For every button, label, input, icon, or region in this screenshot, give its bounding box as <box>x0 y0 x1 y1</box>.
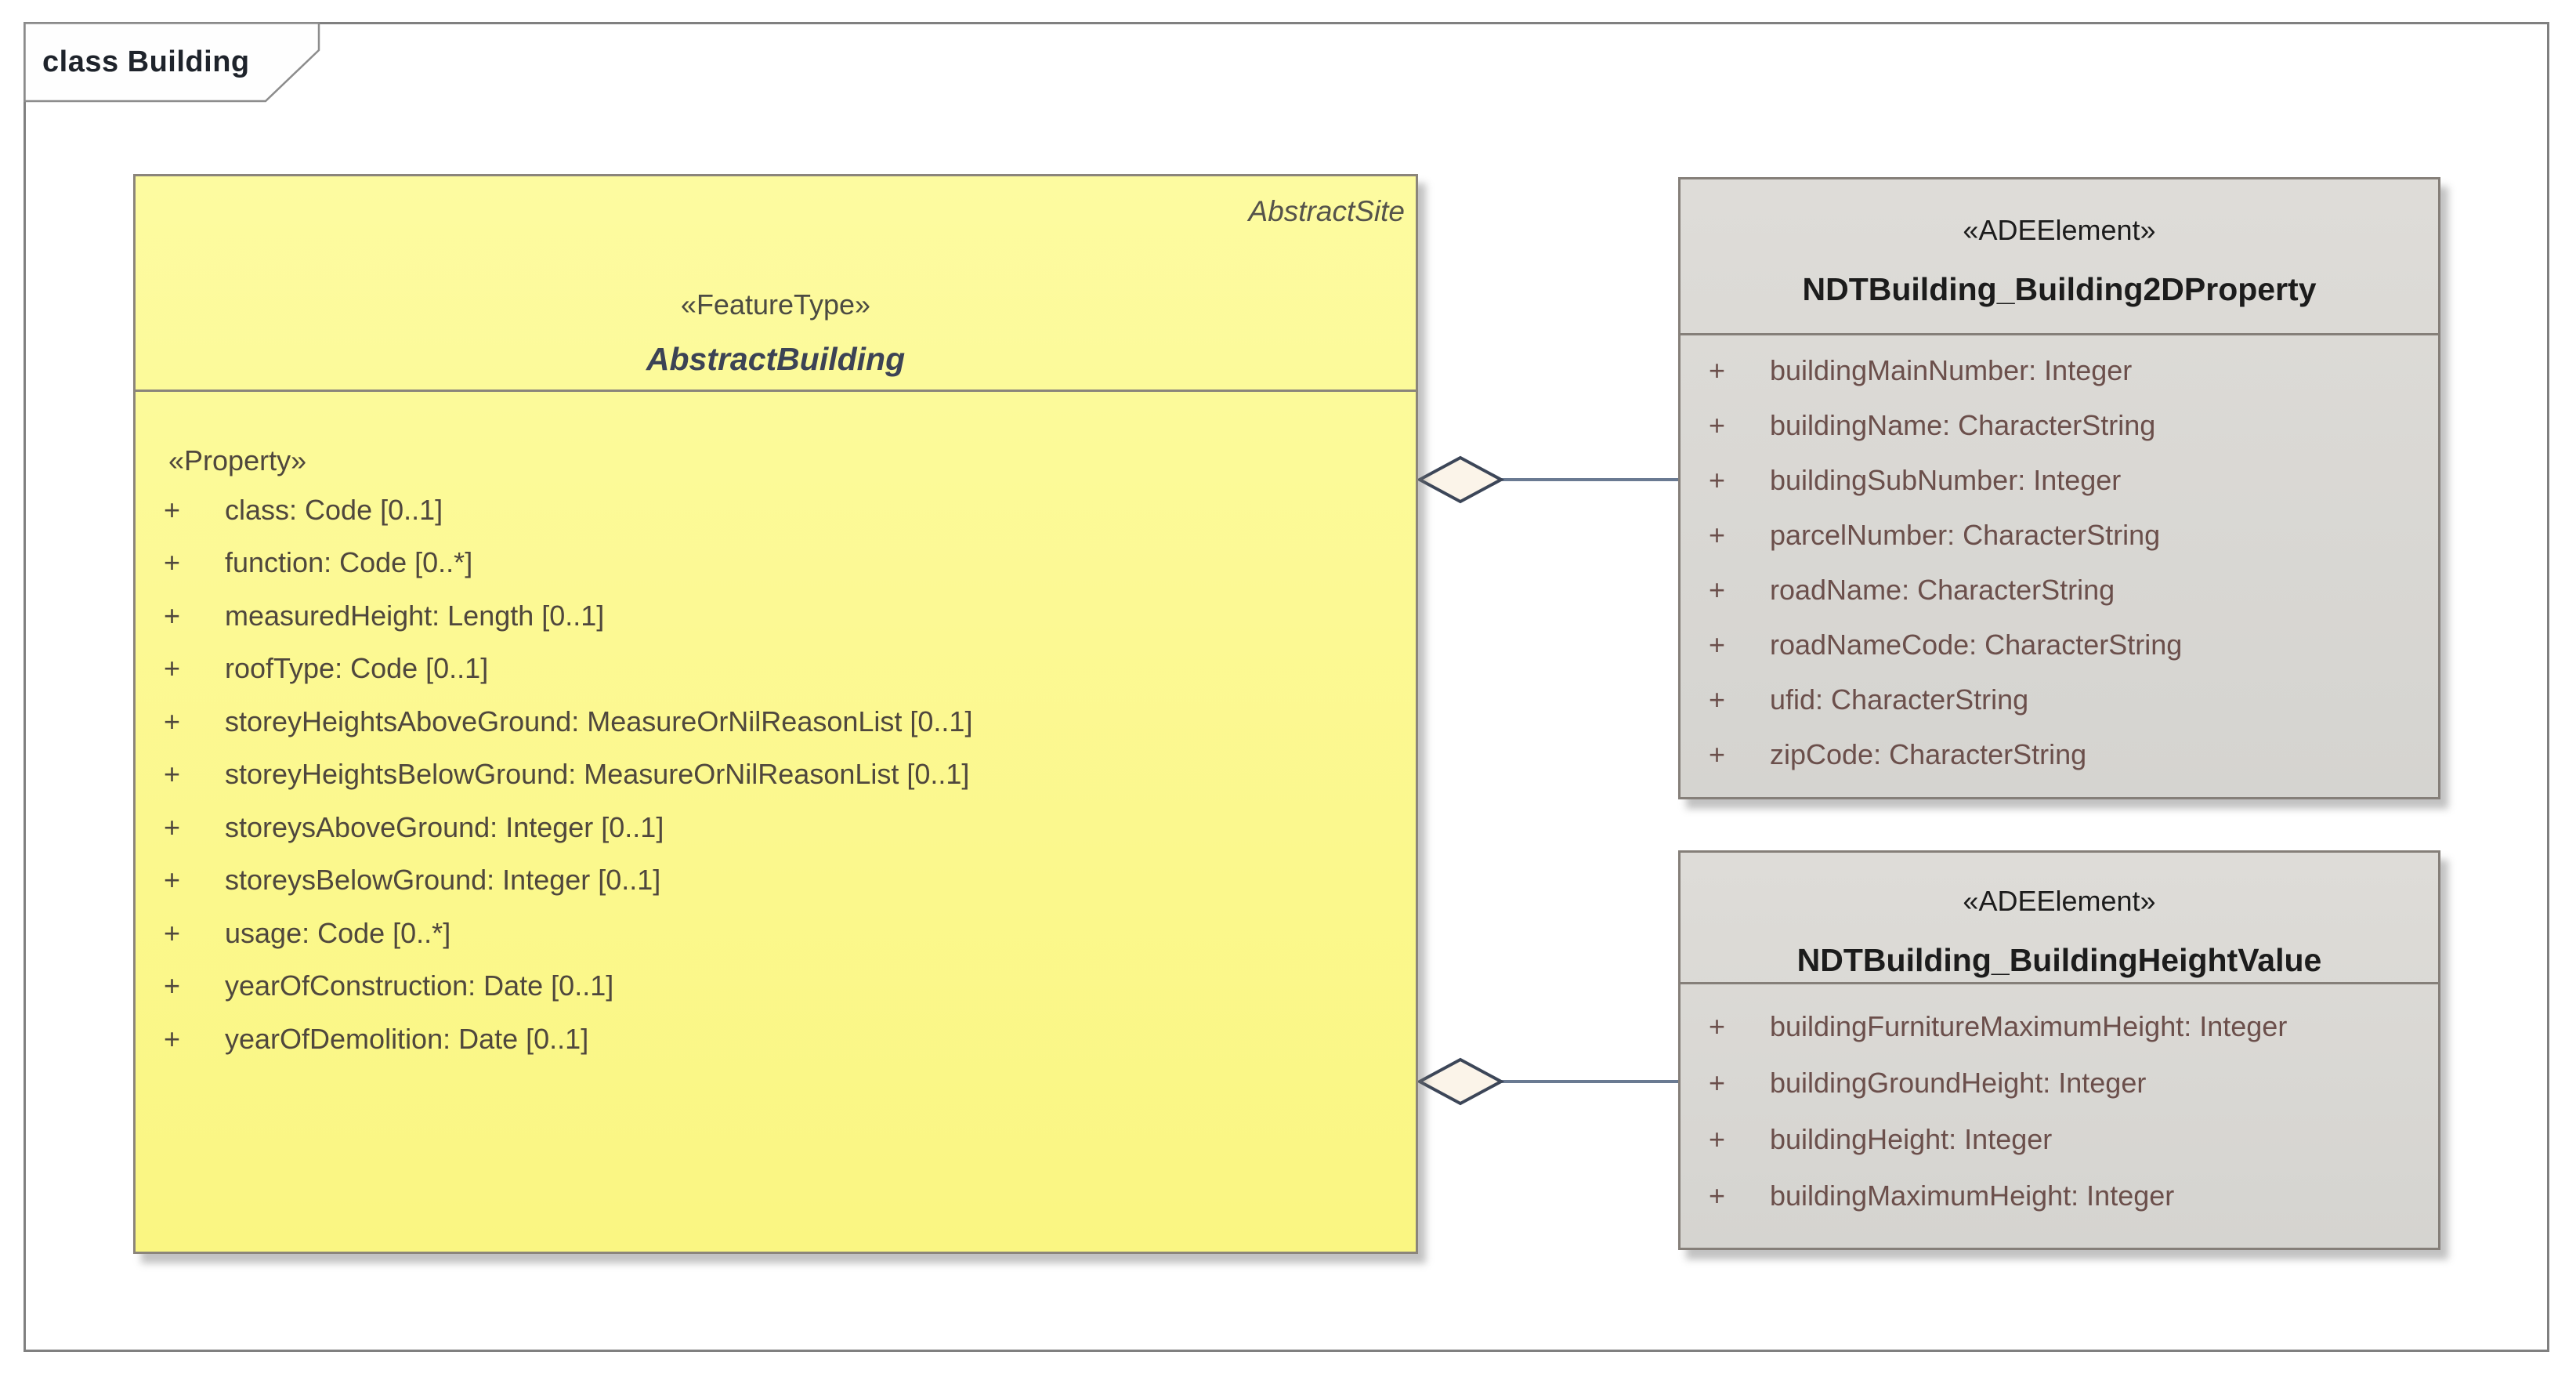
attribute-text: buildingMainNumber: Integer <box>1770 354 2133 386</box>
class-name: NDTBuilding_BuildingHeightValue <box>1796 942 2322 978</box>
attribute-text: buildingGroundHeight: Integer <box>1770 1067 2147 1099</box>
frame-tab-shape <box>24 22 320 103</box>
attribute-text: function: Code [0..*] <box>225 546 473 579</box>
visibility-marker: + <box>164 1022 181 1055</box>
visibility-marker: + <box>164 810 181 843</box>
visibility-marker: + <box>164 493 181 526</box>
visibility-marker: + <box>164 864 181 897</box>
attribute-text: roadName: CharacterString <box>1770 574 2115 606</box>
frame-title: class Building <box>42 45 250 78</box>
class-box-buildingheightvalue[interactable]: «ADEElement» NDTBuilding_BuildingHeightV… <box>1678 850 2440 1250</box>
attribute-text: ufid: CharacterString <box>1770 683 2029 716</box>
attribute-row: + buildingFurnitureMaximumHeight: Intege… <box>1681 998 2438 1055</box>
attribute-text: yearOfDemolition: Date [0..1] <box>225 1022 589 1055</box>
attribute-row: + storeyHeightsAboveGround: MeasureOrNil… <box>136 695 1416 748</box>
class-box-abstractbuilding[interactable]: AbstractSite «FeatureType» AbstractBuild… <box>133 174 1418 1254</box>
attribute-row: + roadName: CharacterString <box>1681 563 2438 618</box>
attribute-row: + measuredHeight: Length [0..1] <box>136 589 1416 643</box>
attribute-text: zipCode: CharacterString <box>1770 738 2087 770</box>
visibility-marker: + <box>1709 629 1726 661</box>
attribute-text: buildingFurnitureMaximumHeight: Integer <box>1770 1010 2288 1042</box>
visibility-marker: + <box>164 546 181 579</box>
attribute-list: + buildingMainNumber: Integer + building… <box>1681 343 2438 782</box>
attribute-row: + storeyHeightsBelowGround: MeasureOrNil… <box>136 748 1416 802</box>
attribute-text: roofType: Code [0..1] <box>225 652 489 685</box>
class-stereotype: «ADEElement» <box>1963 885 2156 917</box>
class-box-building2dproperty[interactable]: «ADEElement» NDTBuilding_Building2DPrope… <box>1678 177 2440 799</box>
attribute-text: buildingHeight: Integer <box>1770 1123 2053 1155</box>
class-name: NDTBuilding_Building2DProperty <box>1802 271 2317 307</box>
visibility-marker: + <box>1709 1010 1726 1042</box>
attribute-row: + roofType: Code [0..1] <box>136 643 1416 696</box>
attribute-row: + storeysBelowGround: Integer [0..1] <box>136 854 1416 908</box>
attribute-text: storeyHeightsBelowGround: MeasureOrNilRe… <box>225 758 970 791</box>
class-annotation: AbstractSite <box>1248 195 1405 227</box>
attribute-row: + storeysAboveGround: Integer [0..1] <box>136 801 1416 854</box>
attribute-row: + function: Code [0..*] <box>136 537 1416 590</box>
attribute-row: + buildingGroundHeight: Integer <box>1681 1055 2438 1111</box>
attribute-text: storeysBelowGround: Integer [0..1] <box>225 864 661 897</box>
visibility-marker: + <box>1709 519 1726 551</box>
class-stereotype: «ADEElement» <box>1963 214 2156 246</box>
class-stereotype: «FeatureType» <box>680 288 871 321</box>
attribute-text: class: Code [0..1] <box>225 493 443 526</box>
visibility-marker: + <box>1709 1123 1726 1155</box>
visibility-marker: + <box>1709 354 1726 386</box>
visibility-marker: + <box>1709 738 1726 770</box>
attribute-text: parcelNumber: CharacterString <box>1770 519 2161 551</box>
name-compartment: «ADEElement» NDTBuilding_BuildingHeightV… <box>1681 853 2438 984</box>
attribute-text: buildingMaximumHeight: Integer <box>1770 1180 2175 1212</box>
attribute-row: + ufid: CharacterString <box>1681 672 2438 727</box>
visibility-marker: + <box>1709 409 1726 441</box>
uml-frame <box>24 22 2549 1352</box>
visibility-marker: + <box>164 599 181 632</box>
visibility-marker: + <box>164 916 181 949</box>
visibility-marker: + <box>164 652 181 685</box>
attribute-row: + roadNameCode: CharacterString <box>1681 618 2438 672</box>
name-compartment: AbstractSite «FeatureType» AbstractBuild… <box>136 176 1416 392</box>
attribute-list: + class: Code [0..1] + function: Code [0… <box>136 484 1416 1066</box>
attribute-row: + buildingMainNumber: Integer <box>1681 343 2438 398</box>
attribute-row: + yearOfConstruction: Date [0..1] <box>136 960 1416 1013</box>
attribute-list: + buildingFurnitureMaximumHeight: Intege… <box>1681 998 2438 1224</box>
attribute-text: measuredHeight: Length [0..1] <box>225 599 605 632</box>
attribute-text: roadNameCode: CharacterString <box>1770 629 2183 661</box>
attribute-row: + class: Code [0..1] <box>136 484 1416 537</box>
visibility-marker: + <box>164 969 181 1002</box>
attribute-text: storeyHeightsAboveGround: MeasureOrNilRe… <box>225 705 973 737</box>
attribute-row: + buildingHeight: Integer <box>1681 1111 2438 1168</box>
visibility-marker: + <box>164 705 181 737</box>
attribute-text: usage: Code [0..*] <box>225 916 451 949</box>
visibility-marker: + <box>1709 1180 1726 1212</box>
name-compartment: «ADEElement» NDTBuilding_Building2DPrope… <box>1681 179 2438 335</box>
attribute-row: + yearOfDemolition: Date [0..1] <box>136 1013 1416 1066</box>
attribute-row: + usage: Code [0..*] <box>136 907 1416 960</box>
class-name: AbstractBuilding <box>646 341 906 377</box>
attribute-row: + parcelNumber: CharacterString <box>1681 508 2438 563</box>
attribute-row: + buildingSubNumber: Integer <box>1681 453 2438 508</box>
attribute-row: + zipCode: CharacterString <box>1681 727 2438 782</box>
attribute-stereotype: «Property» <box>168 444 307 477</box>
visibility-marker: + <box>164 758 181 791</box>
attribute-text: buildingName: CharacterString <box>1770 409 2156 441</box>
attribute-text: storeysAboveGround: Integer [0..1] <box>225 810 664 843</box>
visibility-marker: + <box>1709 464 1726 496</box>
frame-title-tab <box>24 22 320 103</box>
attribute-text: yearOfConstruction: Date [0..1] <box>225 969 614 1002</box>
attribute-row: + buildingMaximumHeight: Integer <box>1681 1168 2438 1224</box>
attribute-row: + buildingName: CharacterString <box>1681 398 2438 453</box>
visibility-marker: + <box>1709 574 1726 606</box>
visibility-marker: + <box>1709 683 1726 716</box>
visibility-marker: + <box>1709 1067 1726 1099</box>
attribute-text: buildingSubNumber: Integer <box>1770 464 2122 496</box>
